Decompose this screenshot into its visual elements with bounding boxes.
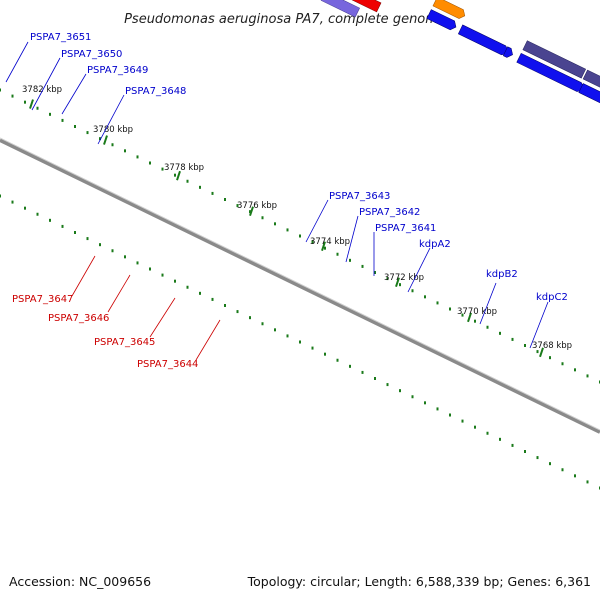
accession-text: Accession: NC_009656: [9, 574, 151, 589]
gene-label[interactable]: kdpC2: [536, 292, 568, 303]
gene-label[interactable]: PSPA7_3644: [137, 359, 198, 370]
gene-label[interactable]: PSPA7_3651: [30, 32, 91, 43]
major-tick: [29, 99, 34, 109]
outer-tick-dots: [0, 88, 600, 384]
gene-block[interactable]: [320, 0, 360, 18]
gene-label[interactable]: PSPA7_3646: [48, 313, 109, 324]
gene-label[interactable]: PSPA7_3642: [359, 207, 420, 218]
gene-label[interactable]: PSPA7_3649: [87, 65, 148, 76]
tick-label: 3772 kbp: [384, 273, 424, 283]
gene-arrow[interactable]: [426, 9, 458, 32]
gene-label[interactable]: PSPA7_3641: [375, 223, 436, 234]
gene-label[interactable]: PSPA7_3650: [61, 49, 122, 60]
tick-label: 3776 kbp: [237, 201, 277, 211]
gene-label[interactable]: kdpB2: [486, 269, 518, 280]
gene-arrow[interactable]: [432, 0, 467, 20]
gene-block[interactable]: [347, 0, 382, 13]
major-ticks: [29, 99, 544, 358]
tick-label: 3778 kbp: [164, 163, 204, 173]
gene-features: [320, 0, 600, 130]
gene-label[interactable]: PSPA7_3643: [329, 191, 390, 202]
gene-block[interactable]: [582, 69, 600, 115]
genome-backbone-highlight: [0, 137, 600, 431]
tick-label: 3768 kbp: [532, 341, 572, 351]
gene-label[interactable]: PSPA7_3648: [125, 86, 186, 97]
major-tick: [249, 206, 254, 216]
forward-label-leaders: [5, 41, 549, 349]
topology-text: Topology: circular; Length: 6,588,339 bp…: [247, 574, 591, 589]
gene-label[interactable]: kdpA2: [419, 239, 451, 250]
gene-block[interactable]: [522, 40, 587, 79]
major-tick: [176, 170, 181, 181]
major-tick: [103, 135, 108, 145]
tick-labels: 3782 kbp 3780 kbp 3778 kbp 3776 kbp 3774…: [22, 85, 572, 351]
major-tick: [467, 312, 472, 323]
forward-gene-labels: PSPA7_3651 PSPA7_3650 PSPA7_3649 PSPA7_3…: [30, 32, 568, 303]
map-title: Pseudomonas aeruginosa PA7, complete gen…: [124, 12, 446, 27]
gene-arrow[interactable]: [502, 46, 515, 59]
gene-arrow[interactable]: [578, 83, 600, 130]
gene-arrow[interactable]: [457, 24, 511, 58]
gene-label[interactable]: PSPA7_3645: [94, 337, 155, 348]
tick-label: 3780 kbp: [93, 125, 133, 135]
major-tick: [539, 347, 544, 358]
tick-label: 3774 kbp: [310, 237, 350, 247]
gene-label[interactable]: PSPA7_3647: [12, 294, 73, 305]
tick-label: 3782 kbp: [22, 85, 62, 95]
genome-backbone: [0, 138, 600, 434]
inner-tick-dots: [0, 194, 600, 490]
reverse-label-leaders: [71, 255, 221, 361]
major-tick: [321, 241, 326, 252]
reverse-gene-labels: PSPA7_3647 PSPA7_3646 PSPA7_3645 PSPA7_3…: [12, 294, 198, 370]
major-tick: [395, 277, 400, 288]
tick-label: 3770 kbp: [457, 307, 497, 317]
